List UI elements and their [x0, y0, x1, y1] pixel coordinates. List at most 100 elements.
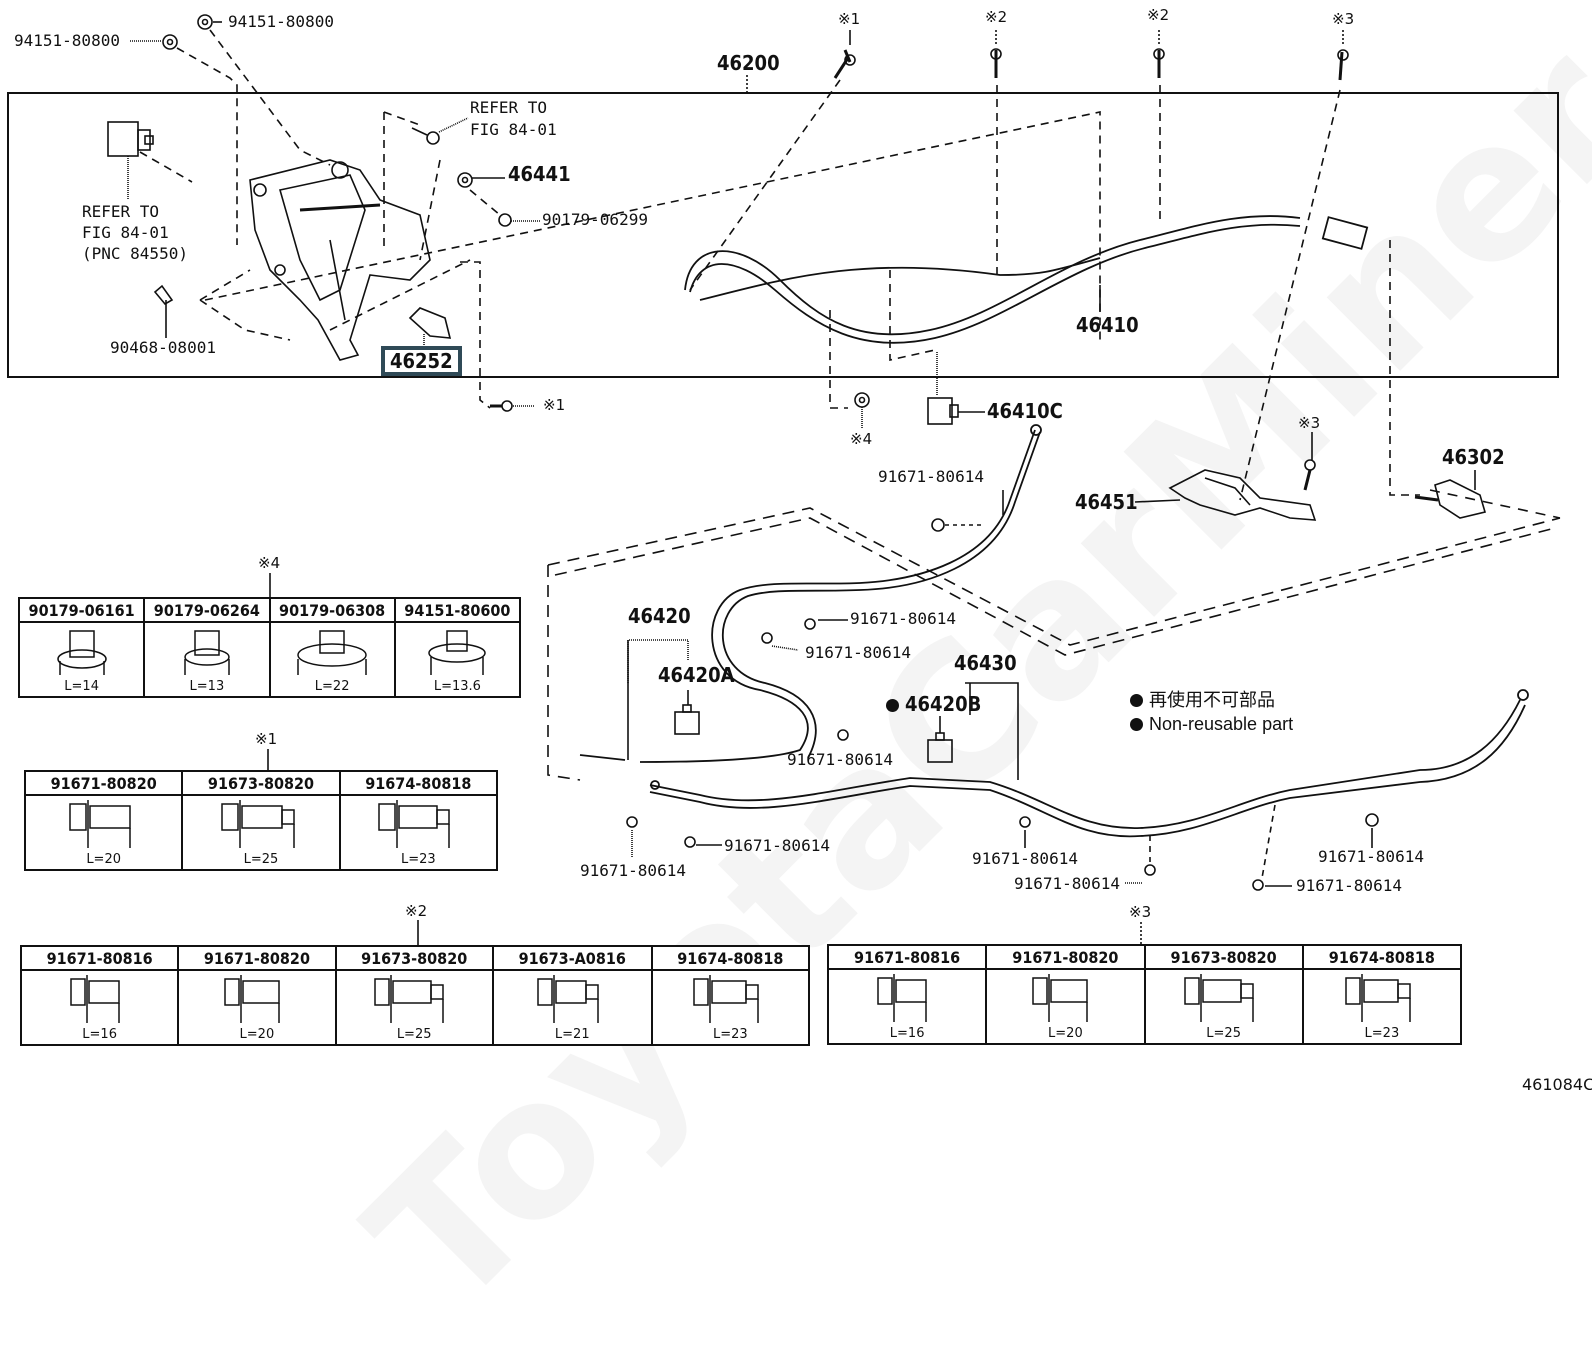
part-label-46252-highlighted[interactable]: 46252: [381, 346, 462, 376]
table-header-cell[interactable]: 91673-80820: [181, 770, 341, 796]
length-label: L=20: [239, 1027, 275, 1042]
length-label: L=22: [314, 679, 350, 694]
table-header-cell[interactable]: 91674-80818: [338, 770, 499, 796]
part-label-46302[interactable]: 46302: [1442, 445, 1505, 469]
legend-item-jp: 再使用不可部品: [1130, 688, 1293, 712]
nut-icon: [498, 213, 512, 227]
parts-diagram-lineart: [7, 14, 1561, 945]
part-label-46430[interactable]: 46430: [954, 651, 1017, 675]
part-label-46451[interactable]: 46451: [1075, 490, 1138, 514]
note-mark-2: ※2: [405, 902, 428, 920]
table-header-cell[interactable]: 91673-80820: [1143, 944, 1304, 970]
table-header-cell[interactable]: 90179-06308: [268, 597, 396, 623]
bracket-46451-icon: [1168, 469, 1317, 521]
part-label-94151-80800[interactable]: 94151-80800: [228, 12, 334, 31]
length-label: L=25: [396, 1027, 432, 1042]
flange-bolt-icon: [378, 800, 451, 848]
fastener-table-mark-1: 91671-80820 91673-80820 91674-80818 L=20…: [23, 770, 499, 871]
part-label-91671-80614[interactable]: 91671-80614: [878, 467, 984, 486]
legend-text: 再使用不可部品: [1149, 690, 1275, 710]
length-label: L=20: [86, 852, 121, 867]
part-label-46420B[interactable]: 46420B: [886, 694, 981, 714]
grommet-icon: [854, 392, 870, 408]
part-label-90468-08001[interactable]: 90468-08001: [110, 338, 216, 357]
refer-to-label: REFER TO: [470, 98, 548, 117]
part-label-91671-80614[interactable]: 91671-80614: [1296, 876, 1402, 895]
parking-brake-pedal-icon: [249, 159, 431, 361]
part-label-90179-06299[interactable]: 90179-06299: [542, 210, 648, 229]
table-header-cell[interactable]: 94151-80600: [393, 597, 522, 623]
cable-46420-icon: [579, 424, 1042, 763]
nut-cell: L=13.6: [393, 621, 522, 698]
part-label-94151-80800[interactable]: 94151-80800: [14, 31, 120, 50]
part-number: 46420B: [905, 692, 982, 716]
bolt-cell: L=25: [334, 969, 494, 1046]
flange-nut-icon: [184, 630, 230, 675]
bolt-icon: [411, 127, 440, 145]
bolt-cell: L=20: [985, 968, 1146, 1045]
table-header-cell[interactable]: 91671-80820: [985, 944, 1146, 970]
flange-bolt-icon: [68, 800, 131, 848]
table-header-cell[interactable]: 91673-A0816: [491, 945, 653, 971]
table-header-cell[interactable]: 90179-06264: [143, 597, 271, 623]
flange-bolt-icon: [877, 974, 927, 1022]
bolt-icon: [1303, 459, 1316, 491]
bolt-icon: [833, 48, 1349, 81]
table-header-cell[interactable]: 91671-80816: [826, 944, 988, 970]
flange-bolt-icon: [693, 975, 760, 1023]
legend-item-en: Non-reusable part: [1130, 712, 1293, 736]
length-label: L=20: [1048, 1026, 1083, 1041]
part-label-46410[interactable]: 46410: [1076, 313, 1139, 337]
flange-bolt-icon: [69, 975, 120, 1023]
length-label: L=23: [400, 852, 436, 867]
part-label-91671-80614[interactable]: 91671-80614: [972, 849, 1078, 868]
part-label-46441[interactable]: 46441: [508, 162, 571, 186]
flange-bolt-icon: [224, 975, 280, 1023]
part-label-91671-80614[interactable]: 91671-80614: [787, 750, 893, 769]
bolt-cell: L=23: [338, 794, 499, 871]
refer-to-fig-link[interactable]: FIG 84-01: [470, 120, 557, 139]
cable-clamp-icon: [927, 397, 959, 425]
flange-bolt-icon: [1183, 974, 1254, 1022]
flange-bolt-icon: [537, 975, 599, 1023]
part-label-46410C[interactable]: 46410C: [987, 399, 1063, 423]
table-header-cell[interactable]: 90179-06161: [17, 597, 146, 623]
part-label-91671-80614[interactable]: 91671-80614: [724, 836, 830, 855]
part-label-91671-80614[interactable]: 91671-80614: [1014, 874, 1120, 893]
nut-cell: L=13: [143, 621, 271, 698]
part-label-91671-80614[interactable]: 91671-80614: [1318, 847, 1424, 866]
bullet-icon: [1130, 694, 1143, 707]
table-header-cell[interactable]: 91671-80820: [177, 945, 337, 971]
part-label-91671-80614[interactable]: 91671-80614: [580, 861, 686, 880]
table-header-cell[interactable]: 91671-80820: [23, 770, 184, 796]
note-mark-3: ※3: [1129, 903, 1152, 921]
nut-icon: [457, 172, 473, 188]
table-header-cell[interactable]: 91673-80820: [334, 945, 494, 971]
note-mark-3: ※3: [1332, 10, 1355, 28]
length-label: L=25: [243, 852, 279, 867]
nut-cell: L=22: [268, 621, 396, 698]
table-header-cell[interactable]: 91671-80816: [19, 945, 180, 971]
table-header-cell[interactable]: 91674-80818: [1301, 944, 1463, 970]
nut-icon: [162, 14, 213, 50]
length-label: L=21: [554, 1027, 590, 1042]
length-label: L=13: [189, 679, 225, 694]
cable-46410-icon: [684, 215, 1369, 344]
refer-to-fig-link[interactable]: FIG 84-01: [82, 223, 169, 242]
flange-nut-icon: [297, 630, 367, 675]
part-label-91671-80614[interactable]: 91671-80614: [850, 609, 956, 628]
fastener-table-mark-3: 91671-80816 91671-80820 91673-80820 9167…: [826, 944, 1463, 1045]
table-header-cell[interactable]: 91674-80818: [650, 945, 811, 971]
note-mark-4: ※4: [850, 430, 873, 448]
clip-icon: [153, 284, 174, 306]
flange-bolt-icon: [374, 975, 444, 1023]
part-label-46200[interactable]: 46200: [717, 51, 780, 75]
flange-bolt-icon: [1032, 974, 1089, 1022]
part-label-46420[interactable]: 46420: [628, 604, 691, 628]
part-label-46420A[interactable]: 46420A: [658, 663, 735, 687]
pnc-label: (PNC 84550): [82, 244, 188, 263]
equalizer-46302-icon: [1414, 479, 1487, 519]
part-label-91671-80614[interactable]: 91671-80614: [805, 643, 911, 662]
bolt-cell: L=16: [19, 969, 180, 1046]
bolt-icon: [931, 518, 945, 532]
